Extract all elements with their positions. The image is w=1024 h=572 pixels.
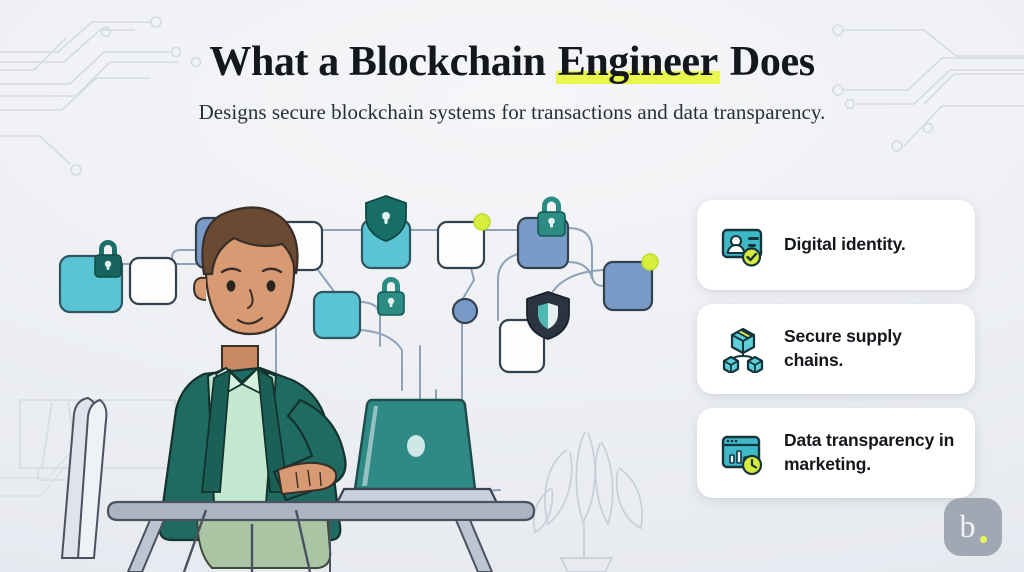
page-subtitle: Designs secure blockchain systems for tr…: [198, 100, 826, 125]
card-digital-identity[interactable]: Digital identity.: [697, 200, 975, 290]
hand: [276, 461, 338, 496]
lapel-left: [201, 368, 232, 493]
eyebrow-right: [261, 267, 283, 274]
shield-icon-2: [526, 291, 570, 340]
block-node-white-3: [436, 220, 486, 270]
logo-letter: b: [959, 508, 976, 544]
page-title: What a Blockchain Engineer Does: [0, 38, 1024, 86]
desk: [106, 500, 536, 572]
laptop: [334, 398, 500, 507]
shield-icon-1: [365, 195, 407, 242]
hair: [201, 206, 299, 276]
data-chart-clock-icon: [721, 435, 763, 476]
lapel-right: [256, 368, 290, 493]
plant-outline: [532, 431, 643, 572]
eye-right: [266, 280, 276, 292]
title-highlight-text: Engineer: [557, 39, 719, 85]
card-label: Digital identity.: [784, 234, 906, 255]
card-data-transparency[interactable]: Data transparency in marketing.: [697, 408, 975, 498]
title-highlight: Engineer: [555, 38, 720, 86]
header: What a Blockchain Engineer Does Designs …: [0, 38, 1024, 125]
lock-icon-1: [94, 240, 122, 278]
eyebrow-left: [220, 267, 242, 274]
status-dot-3: [641, 253, 659, 271]
desk-leg-left: [126, 519, 166, 572]
supply-chain-boxes-icon: [722, 327, 764, 373]
title-part-1: What a Blockchain: [209, 39, 556, 85]
blockchain-engineer-illustration: [19, 195, 659, 572]
security-badges: [94, 195, 570, 340]
brand-logo[interactable]: b: [944, 498, 1002, 556]
lock-icon-2: [377, 277, 405, 316]
card-label: Data transparency in marketing.: [784, 430, 955, 474]
block-node-white-4: [498, 318, 546, 374]
logo-dot: [979, 536, 987, 543]
laptop-logo: [407, 435, 425, 457]
block-node-blue-3: [602, 260, 654, 312]
block-node-group: [58, 216, 654, 374]
card-label: Secure supply chains.: [784, 326, 902, 370]
id-card-check-icon: [721, 228, 763, 267]
feature-cards: Digital identity. Secure supply chains.: [697, 200, 975, 498]
lock-icon-3: [537, 196, 566, 237]
ear: [192, 276, 207, 301]
eye-left: [226, 280, 236, 292]
title-part-2: Does: [719, 39, 815, 85]
mouth: [236, 316, 264, 325]
chair-legs: [182, 509, 312, 572]
card-secure-supply-chains[interactable]: Secure supply chains.: [697, 304, 975, 394]
nose: [247, 289, 254, 309]
status-dot-2: [473, 213, 491, 231]
office-chair: [60, 396, 108, 559]
block-node-teal-3: [312, 290, 362, 340]
workspace-scene: [60, 206, 536, 572]
desk-top: [106, 500, 536, 522]
head: [192, 206, 299, 336]
block-node-circle: [451, 297, 479, 325]
block-node-white-1: [128, 256, 178, 306]
desk-leg-right: [454, 519, 494, 572]
